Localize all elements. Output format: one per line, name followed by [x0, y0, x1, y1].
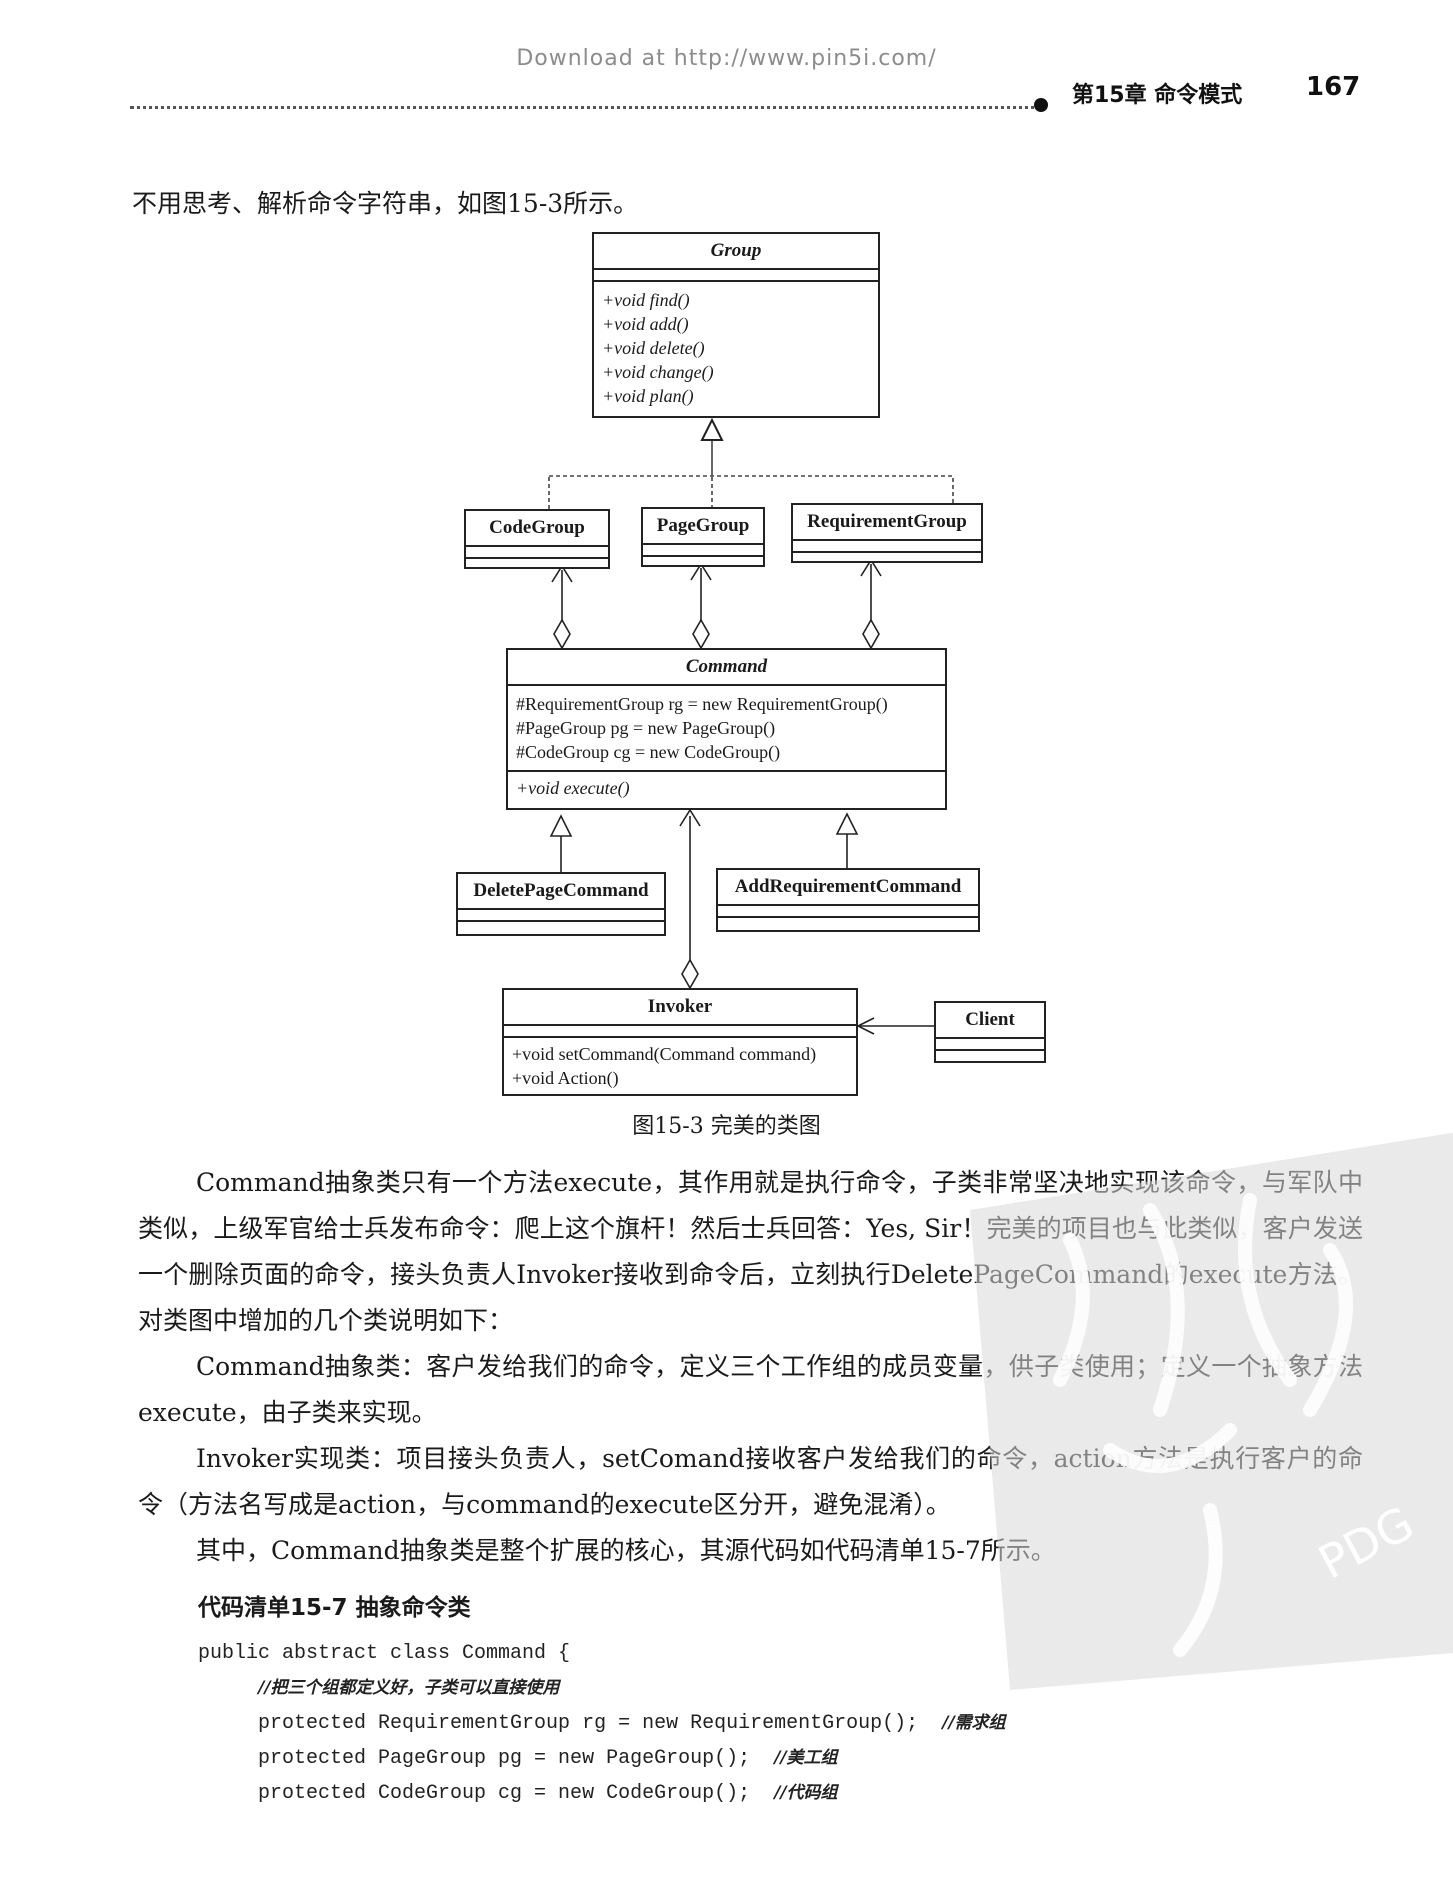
class-name: AddRequirementCommand: [718, 870, 978, 906]
code-listing-title: 代码清单15-7 抽象命令类: [198, 1595, 471, 1621]
class-attributes: [936, 1039, 1044, 1051]
code-line: protected RequirementGroup rg = new Requ…: [198, 1712, 1006, 1735]
operation: +void change(): [602, 362, 714, 382]
intro-sentence: 不用思考、解析命令字符串，如图15-3所示。: [132, 189, 639, 218]
uml-class-invoker: Invoker +void setCommand(Command command…: [502, 988, 858, 1096]
class-operations: [793, 553, 981, 563]
class-name: Invoker: [504, 990, 856, 1026]
paragraph: 其中，Command抽象类是整个扩展的核心，其源代码如代码清单15-7所示。: [196, 1536, 1056, 1565]
operation: +void add(): [602, 314, 689, 334]
class-name: RequirementGroup: [793, 505, 981, 541]
class-operations: [466, 559, 608, 569]
class-operations: [643, 557, 763, 567]
operation: +void Action(): [512, 1068, 619, 1088]
operation: +void execute(): [516, 778, 630, 798]
header-bullet: [1034, 98, 1048, 112]
class-name: Command: [508, 650, 945, 686]
class-operations: +void execute(): [508, 772, 945, 804]
operation: +void plan(): [602, 386, 694, 406]
class-attributes: [793, 541, 981, 553]
operation: +void setCommand(Command command): [512, 1044, 817, 1064]
uml-class-group: Group +void find() +void add() +void del…: [592, 232, 880, 418]
paragraph: Invoker实现类：项目接头负责人，setComand接收客户发给我们的命令，…: [138, 1444, 1363, 1519]
class-attributes: [594, 270, 878, 282]
attribute: #CodeGroup cg = new CodeGroup(): [516, 742, 781, 762]
body-text: Command抽象类只有一个方法execute，其作用就是执行命令，子类非常坚决…: [138, 1160, 1363, 1574]
class-attributes: [718, 906, 978, 918]
operation: +void find(): [602, 290, 690, 310]
paragraph: Command抽象类只有一个方法execute，其作用就是执行命令，子类非常坚决…: [138, 1168, 1363, 1335]
uml-class-requirementgroup: RequirementGroup: [791, 503, 983, 563]
class-operations: [936, 1051, 1044, 1061]
chapter-title: 第15章 命令模式: [1072, 83, 1243, 108]
class-name: DeletePageCommand: [458, 874, 664, 910]
class-name: Client: [936, 1003, 1044, 1039]
code-line: public abstract class Command {: [198, 1642, 571, 1665]
code-line: //把三个组都定义好，子类可以直接使用: [258, 1678, 560, 1698]
code-line: protected CodeGroup cg = new CodeGroup()…: [198, 1782, 838, 1805]
class-attributes: #RequirementGroup rg = new RequirementGr…: [508, 686, 945, 772]
attribute: #RequirementGroup rg = new RequirementGr…: [516, 694, 888, 714]
command-group-aggregations: [551, 558, 882, 650]
command-generalization: [549, 812, 859, 872]
invoker-command-aggregation: [679, 808, 701, 990]
class-operations: [718, 918, 978, 928]
uml-class-deletepagecommand: DeletePageCommand: [456, 872, 666, 936]
class-name: CodeGroup: [466, 511, 608, 547]
class-name: PageGroup: [643, 509, 763, 545]
class-attributes: [466, 547, 608, 559]
attribute: #PageGroup pg = new PageGroup(): [516, 718, 776, 738]
class-name: Group: [594, 234, 878, 270]
class-attributes: [643, 545, 763, 557]
class-operations: +void setCommand(Command command) +void …: [504, 1038, 856, 1094]
figure-caption: 图15-3 完美的类图: [632, 1114, 821, 1139]
code-listing: public abstract class Command { //把三个组都定…: [198, 1636, 1006, 1811]
header-dotted-rule: [130, 106, 1042, 109]
uml-class-command: Command #RequirementGroup rg = new Requi…: [506, 648, 947, 810]
uml-class-addrequirementcommand: AddRequirementCommand: [716, 868, 980, 932]
code-line: protected PageGroup pg = new PageGroup()…: [198, 1747, 838, 1770]
download-url-line: Download at http://www.pin5i.com/: [516, 46, 937, 71]
class-operations: [458, 922, 664, 932]
uml-class-client: Client: [934, 1001, 1046, 1063]
operation: +void delete(): [602, 338, 705, 358]
page-number: 167: [1306, 72, 1361, 102]
class-attributes: [458, 910, 664, 922]
class-operations: +void find() +void add() +void delete() …: [594, 282, 878, 414]
paragraph: Command抽象类：客户发给我们的命令，定义三个工作组的成员变量，供子类使用；…: [138, 1352, 1363, 1427]
client-invoker-association: [856, 1017, 934, 1035]
group-generalization: [548, 417, 954, 509]
uml-class-pagegroup: PageGroup: [641, 507, 765, 567]
uml-class-codegroup: CodeGroup: [464, 509, 610, 569]
class-attributes: [504, 1026, 856, 1038]
